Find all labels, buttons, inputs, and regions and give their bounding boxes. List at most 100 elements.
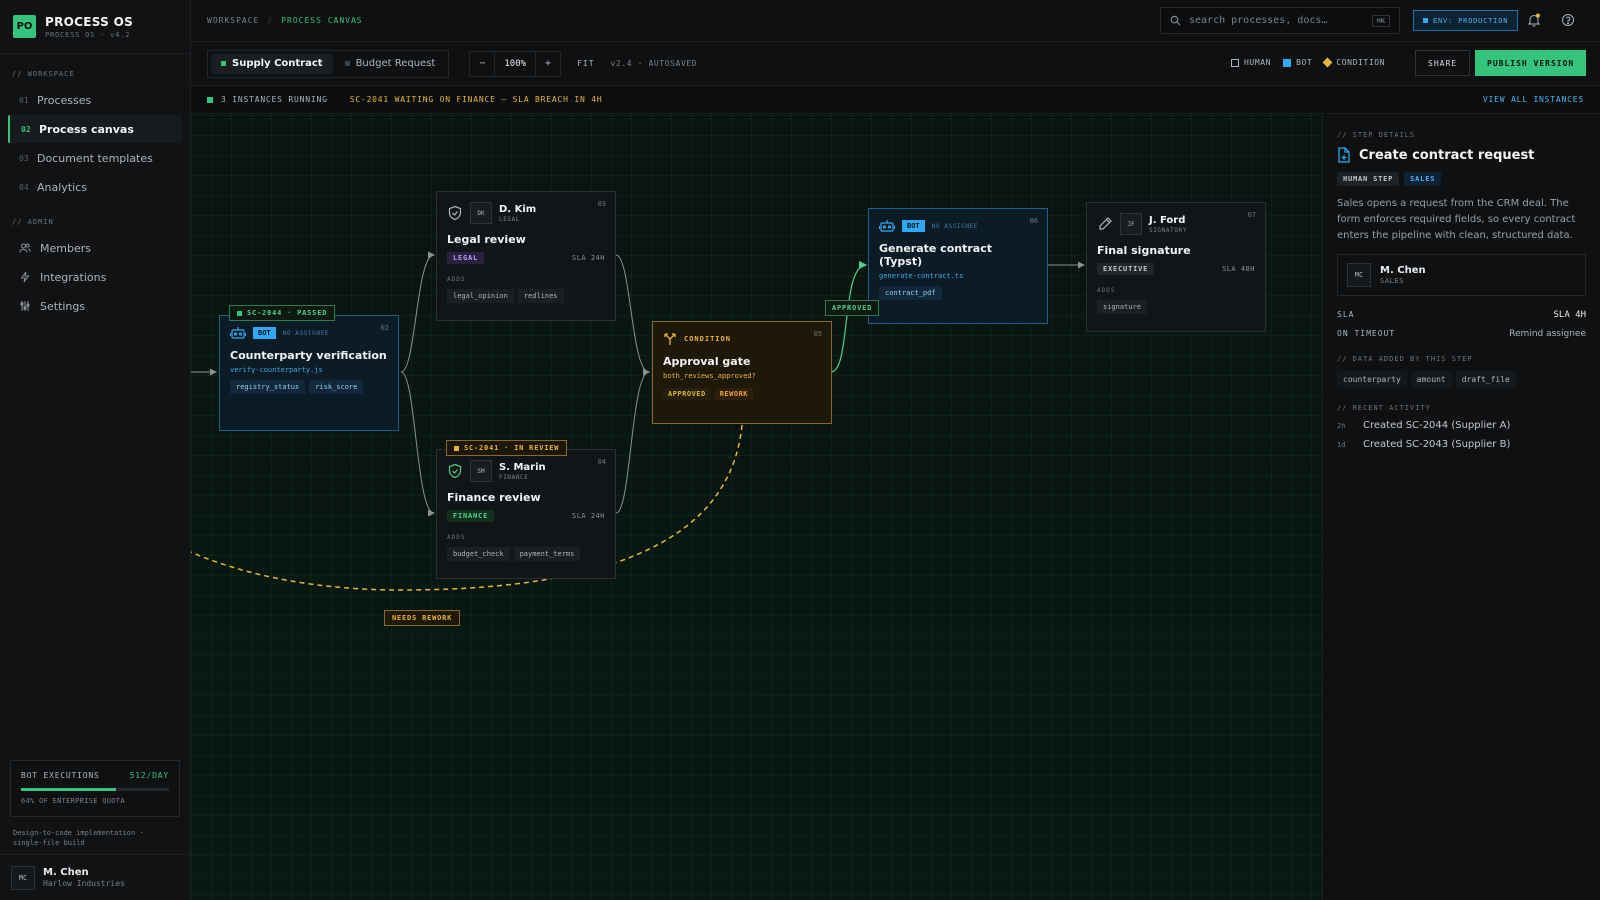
bolt-icon bbox=[20, 271, 30, 283]
assignee-label: NO ASSIGNEE bbox=[282, 329, 329, 337]
robot-icon bbox=[230, 327, 246, 339]
legend-bot: BOT bbox=[1296, 58, 1313, 67]
sla-value[interactable]: SLA 4H bbox=[1553, 310, 1586, 320]
robot-icon bbox=[879, 220, 895, 232]
instance-flag-sc-2044[interactable]: SC-2044 · PASSED bbox=[229, 305, 336, 321]
tab-supply-contract[interactable]: Supply Contract bbox=[211, 53, 333, 74]
zoom-in-button[interactable]: + bbox=[545, 58, 552, 69]
nav-num: 04 bbox=[19, 182, 29, 192]
node-approval-gate[interactable]: 05 CONDITION Approval gate both_reviews_… bbox=[652, 321, 832, 424]
edge-legal-to-gate[interactable] bbox=[615, 254, 650, 376]
process-canvas[interactable]: SC-2044 · PASSED 02 BOT NO ASSIGNEE Coun… bbox=[191, 115, 1322, 900]
sidebar-item-settings[interactable]: Settings bbox=[8, 292, 182, 320]
help-icon[interactable] bbox=[1561, 13, 1575, 27]
search-shortcut: ⌘K bbox=[1371, 14, 1390, 27]
process-tabs: Supply Contract Budget Request bbox=[207, 49, 450, 78]
running-indicator bbox=[207, 96, 213, 103]
sla-key: SLA bbox=[1337, 310, 1355, 319]
assignee-name: J. Ford bbox=[1149, 214, 1186, 226]
user-name: M. Chen bbox=[43, 867, 89, 878]
build-note: Design-to-code implementation · single-f… bbox=[13, 829, 144, 847]
edge-verification-to-finance[interactable] bbox=[400, 371, 435, 517]
publish-version-button[interactable]: PUBLISH VERSION bbox=[1475, 50, 1587, 76]
edge-verification-to-legal[interactable] bbox=[400, 251, 435, 373]
sidebar-item-integrations[interactable]: Integrations bbox=[8, 263, 182, 291]
search-input[interactable]: search processes, docs… ⌘K bbox=[1160, 7, 1400, 34]
timeout-key: ON TIMEOUT bbox=[1337, 329, 1396, 338]
data-chip: budget_check bbox=[447, 547, 510, 561]
step-description: Sales opens a request from the CRM deal.… bbox=[1337, 198, 1576, 241]
admin-section-label: // ADMIN bbox=[12, 218, 54, 226]
node-title: Final signature bbox=[1097, 244, 1191, 257]
breadcrumb: WORKSPACE/PROCESS CANVAS bbox=[207, 16, 363, 25]
step-title: Create contract request bbox=[1359, 147, 1535, 163]
activity-item[interactable]: 2h Created SC-2044 (Supplier A) bbox=[1337, 420, 1586, 431]
edge-label-needs-rework: NEEDS REWORK bbox=[384, 610, 461, 626]
share-button[interactable]: SHARE bbox=[1415, 50, 1471, 76]
legend-condition: CONDITION bbox=[1336, 58, 1386, 67]
condition-legend-swatch bbox=[1322, 57, 1333, 68]
role-tag: FINANCE bbox=[447, 510, 495, 522]
search-placeholder: search processes, docs… bbox=[1189, 15, 1328, 26]
instance-flag-sc-2041[interactable]: SC-2041 · IN REVIEW bbox=[446, 440, 568, 456]
env-badge[interactable]: ENV: PRODUCTION bbox=[1413, 10, 1519, 31]
script-file[interactable]: generate-contract.ts bbox=[879, 272, 964, 280]
bot-badge: BOT bbox=[253, 327, 276, 339]
node-number: 03 bbox=[597, 200, 606, 208]
nav-num: 01 bbox=[19, 95, 29, 105]
breadcrumb-workspace[interactable]: WORKSPACE bbox=[207, 16, 260, 25]
bot-badge: BOT bbox=[902, 220, 925, 232]
toolbar: Supply Contract Budget Request − 100% + … bbox=[191, 42, 1600, 86]
quota-value: 512/DAY bbox=[129, 771, 169, 780]
brand-version: PROCESS OS · v4.2 bbox=[45, 30, 131, 39]
nav-label: Members bbox=[40, 241, 91, 255]
edge-gate-to-generate[interactable] bbox=[830, 260, 868, 373]
activity-text: Created SC-2043 (Supplier B) bbox=[1363, 439, 1511, 450]
tab-label: Budget Request bbox=[355, 58, 436, 69]
activity-text: Created SC-2044 (Supplier A) bbox=[1363, 420, 1511, 431]
nav-label: Integrations bbox=[40, 270, 107, 284]
node-number: 07 bbox=[1247, 211, 1256, 219]
topbar: WORKSPACE/PROCESS CANVAS search processe… bbox=[191, 0, 1600, 42]
approved-branch: APPROVED bbox=[663, 388, 711, 400]
avatar: MC bbox=[11, 865, 35, 890]
sidebar-item-members[interactable]: Members bbox=[8, 234, 182, 262]
zoom-level[interactable]: 100% bbox=[494, 51, 537, 76]
version-label: v2.4 · AUTOSAVED bbox=[610, 59, 698, 68]
assignee-role: SIGNATORY bbox=[1149, 226, 1187, 234]
tab-budget-request[interactable]: Budget Request bbox=[335, 54, 446, 74]
node-generate-contract[interactable]: 06 BOT NO ASSIGNEE Generate contract (Ty… bbox=[868, 208, 1048, 324]
main-area: WORKSPACE/PROCESS CANVAS search processe… bbox=[191, 0, 1600, 900]
legend-human: HUMAN bbox=[1244, 58, 1272, 67]
timeout-value[interactable]: Remind assignee bbox=[1509, 329, 1586, 339]
activity-time: 2h bbox=[1337, 421, 1346, 430]
brand[interactable]: PO PROCESS OS PROCESS OS · v4.2 bbox=[0, 0, 190, 54]
zoom-out-button[interactable]: − bbox=[479, 58, 486, 69]
sla-warning[interactable]: SC-2041 WAITING ON FINANCE — SLA BREACH … bbox=[349, 95, 603, 104]
node-title: Generate contract (Typst) bbox=[879, 242, 992, 268]
edge-rework-loop[interactable] bbox=[191, 424, 743, 591]
shield-check-icon bbox=[448, 463, 462, 479]
role-tag: LEGAL bbox=[447, 252, 485, 264]
node-title: Finance review bbox=[447, 491, 541, 504]
fit-button[interactable]: FIT bbox=[577, 59, 595, 68]
document-plus-icon bbox=[1338, 147, 1350, 163]
view-all-instances-link[interactable]: VIEW ALL INSTANCES bbox=[1482, 95, 1584, 104]
bell-icon[interactable] bbox=[1527, 13, 1541, 27]
adds-label: ADDS bbox=[447, 276, 466, 283]
script-file[interactable]: verify-counterparty.js bbox=[230, 366, 323, 374]
nav-label: Settings bbox=[40, 299, 86, 313]
step-details-label: // STEP DETAILS bbox=[1337, 131, 1416, 139]
node-counterparty-verification[interactable]: 02 BOT NO ASSIGNEE Counterparty verifica… bbox=[219, 315, 399, 431]
edge-finance-to-gate[interactable] bbox=[615, 368, 650, 514]
